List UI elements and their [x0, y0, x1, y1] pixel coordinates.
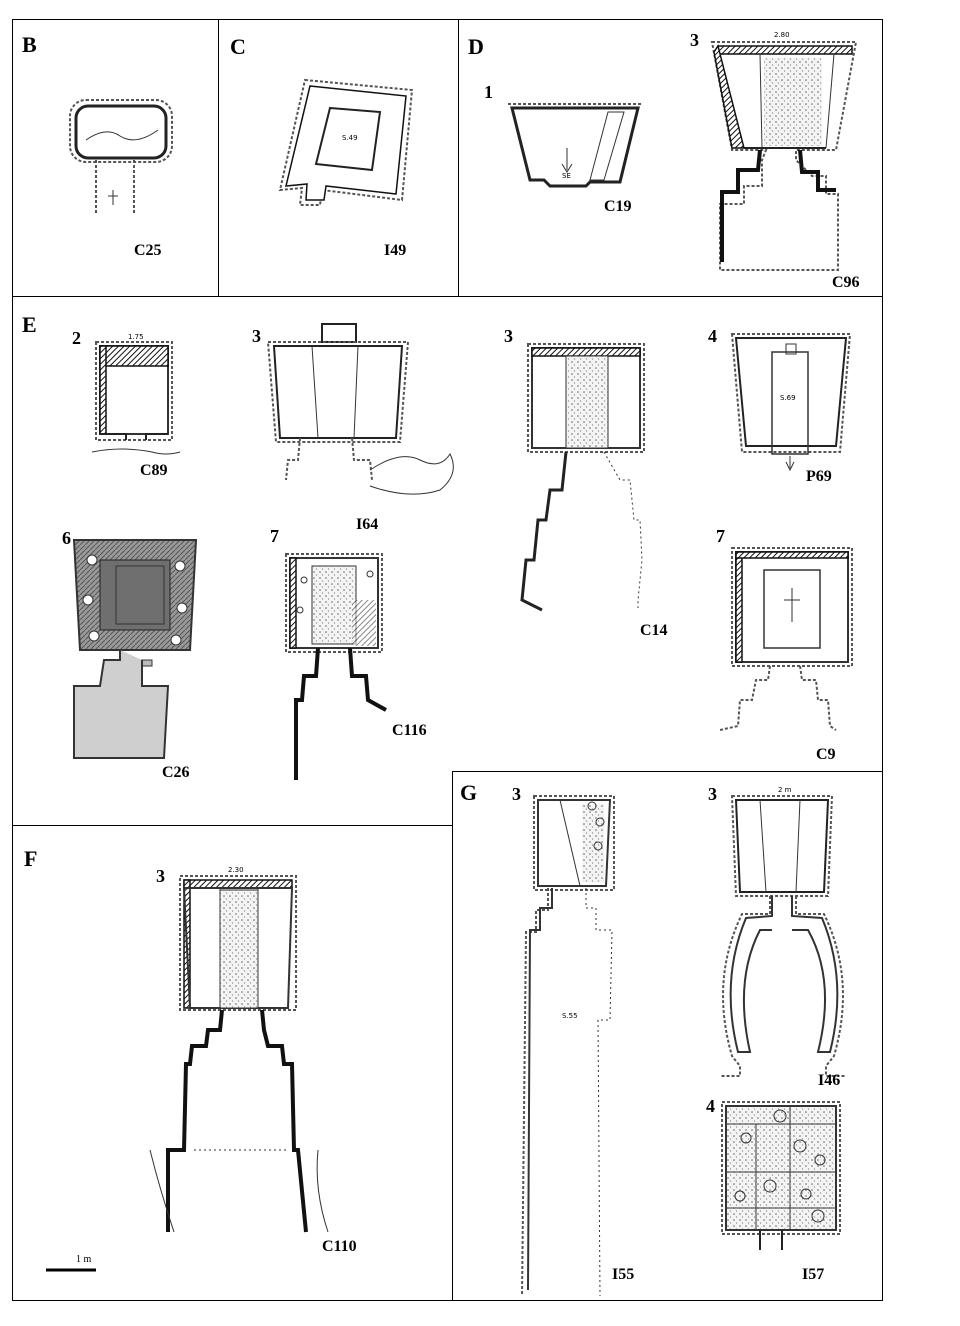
- tomb-label-c110: C110: [322, 1238, 357, 1255]
- area-inscription: S.49: [342, 134, 358, 142]
- figure-number: 7: [716, 526, 725, 546]
- plan-c25: [69, 99, 173, 215]
- tomb-label-i49: I49: [384, 242, 407, 259]
- figure-number: 3: [252, 326, 261, 346]
- area-inscription: S.55: [562, 1012, 578, 1020]
- tomb-label-i55: I55: [612, 1266, 635, 1283]
- area-inscription: S.69: [780, 394, 796, 402]
- figure-number: 6: [62, 528, 71, 548]
- dimension-inscription: 2.30: [228, 866, 244, 874]
- direction-inscription: SE: [562, 172, 571, 180]
- panel-letter-d: D: [468, 34, 484, 59]
- figure-number: 4: [706, 1096, 715, 1116]
- tomb-label-c26: C26: [162, 764, 190, 781]
- figure-number: 2: [72, 328, 81, 348]
- tomb-label-p69: P69: [806, 468, 832, 485]
- plan-i57: [721, 1101, 841, 1250]
- plan-c96: [710, 41, 858, 271]
- plan-c89: [91, 341, 181, 455]
- panel-letter-g: G: [460, 780, 478, 805]
- tomb-label-c89: C89: [140, 462, 168, 479]
- figure-number: 3: [156, 866, 165, 886]
- plan-i49: [278, 78, 414, 206]
- figure-number: 7: [270, 526, 279, 546]
- plan-c26: [72, 539, 198, 759]
- plan-p69: [730, 333, 852, 472]
- plan-i46: [720, 795, 846, 1077]
- plan-c116: [285, 553, 387, 780]
- tomb-label-i64: I64: [356, 516, 379, 533]
- tomb-label-c19: C19: [604, 198, 632, 215]
- plan-c14: [520, 343, 645, 612]
- tomb-label-c14: C14: [640, 622, 668, 639]
- tomb-label-c116: C116: [392, 722, 427, 739]
- tomb-label-i57: I57: [802, 1266, 825, 1283]
- scale-bar-label: 1 m: [76, 1254, 92, 1265]
- figure-number: 3: [512, 784, 521, 804]
- plan-i64: [266, 323, 454, 495]
- panel-letter-c: C: [230, 34, 246, 59]
- plan-c9: [719, 547, 853, 731]
- dimension-inscription: 2.80: [774, 31, 790, 39]
- tomb-label-i46: I46: [818, 1072, 841, 1089]
- tomb-label-c96: C96: [832, 274, 860, 291]
- figure-number: 4: [708, 326, 717, 346]
- plan-c19: [508, 103, 642, 188]
- panel-letter-f: F: [24, 846, 38, 871]
- panel-letter-e: E: [22, 312, 37, 337]
- figure-number: 3: [690, 30, 699, 50]
- figure-number: 1: [484, 82, 493, 102]
- dimension-inscription: 2 m: [778, 786, 792, 794]
- plan-c110: [149, 875, 329, 1233]
- plan-i55: [521, 795, 615, 1297]
- tomb-label-c25: C25: [134, 242, 162, 259]
- figure-number: 3: [708, 784, 717, 804]
- dimension-inscription: 1.75: [128, 333, 144, 341]
- tomb-label-c9: C9: [816, 746, 836, 763]
- figure-number: 3: [504, 326, 513, 346]
- panel-letter-b: B: [22, 32, 37, 57]
